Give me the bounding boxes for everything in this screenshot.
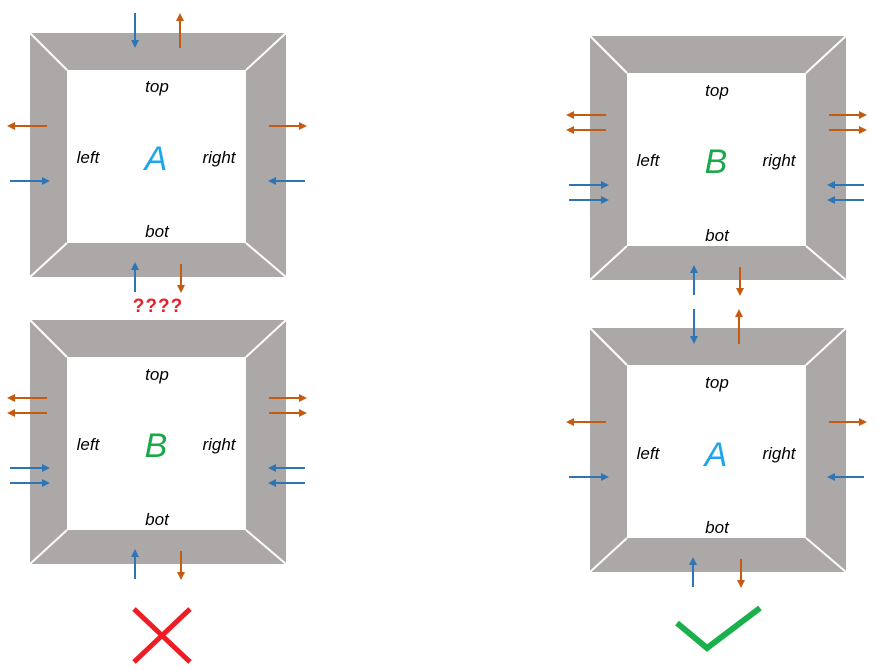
tile-letter: B — [145, 427, 168, 465]
cross-icon — [132, 607, 192, 664]
label-bot: bot — [145, 222, 170, 241]
tile-letter: A — [143, 140, 168, 178]
label-bot: bot — [145, 510, 170, 529]
label-right: right — [202, 435, 236, 454]
label-bot: bot — [705, 226, 730, 245]
label-bot: bot — [705, 518, 730, 537]
tile-letter: B — [705, 143, 728, 181]
label-top: top — [705, 81, 729, 100]
tile-letter: A — [703, 436, 728, 474]
label-left: left — [77, 148, 101, 167]
check-icon — [675, 605, 762, 652]
panel-wrong-bottom: top bot left right B — [7, 319, 307, 580]
label-right: right — [762, 444, 796, 463]
label-left: left — [637, 151, 661, 170]
label-top: top — [145, 77, 169, 96]
label-top: top — [705, 373, 729, 392]
panel-wrong-top: top bot left right A — [7, 13, 307, 293]
label-top: top — [145, 365, 169, 384]
panel-right-bottom: top bot left right A — [566, 309, 867, 588]
label-right: right — [762, 151, 796, 170]
label-left: left — [77, 435, 101, 454]
label-right: right — [202, 148, 236, 167]
panel-right-top: top bot left right B — [566, 35, 867, 296]
question-marks: ???? — [133, 296, 183, 317]
label-left: left — [637, 444, 661, 463]
